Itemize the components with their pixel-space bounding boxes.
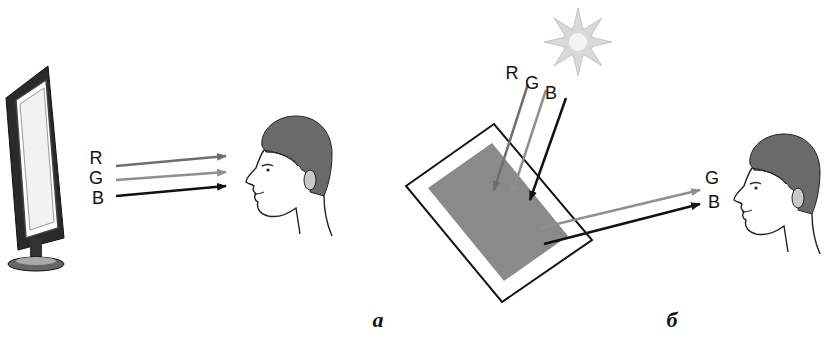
color-label: B <box>545 84 557 102</box>
panel-letter: а <box>373 309 384 331</box>
color-label: G <box>525 74 539 92</box>
color-label: B <box>708 193 720 211</box>
panel-letter: б <box>667 309 678 331</box>
paper-sample <box>406 124 592 302</box>
color-label: R <box>506 64 519 82</box>
viewer-head <box>246 116 332 236</box>
color-label: G <box>89 169 103 187</box>
color-label: R <box>90 149 103 167</box>
viewer-head <box>734 134 820 254</box>
color-label: G <box>705 169 719 187</box>
light-rays <box>116 156 226 196</box>
reflected-rays <box>540 190 700 244</box>
incident-rays <box>494 84 566 200</box>
sun <box>544 8 612 76</box>
color-label: B <box>92 189 104 207</box>
monitor <box>6 66 64 271</box>
